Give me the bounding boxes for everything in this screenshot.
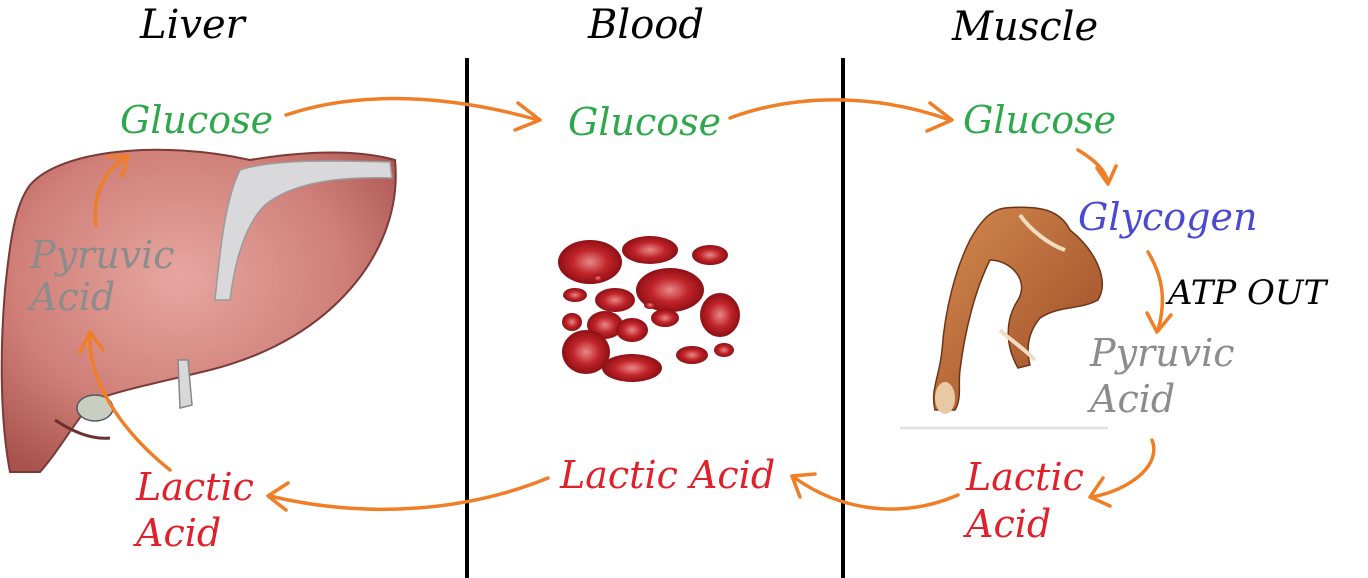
arrowhead-pyruvic-to-lactic (1088, 476, 1112, 508)
liver-lactic-label-line2: Acid (133, 511, 221, 555)
blood-glucose-label: Glucose (568, 100, 721, 144)
arrow-muscle-to-blood-lactic (793, 476, 960, 511)
liver-lactic-label-line1: Lactic (135, 465, 254, 509)
muscle-glucose-label: Glucose (963, 98, 1116, 142)
liver-pyruvic-label-line1: Pyruvic (29, 233, 175, 277)
arrow-blood-to-muscle-glucose (728, 98, 952, 122)
muscle-legs-illustration (900, 206, 1108, 430)
arrow-pyruvic-to-glucose (93, 156, 127, 227)
arrow-glycogen-to-pyruvic (1146, 250, 1165, 332)
muscle-pyruvic-label-line1: Pyruvic (1089, 331, 1235, 375)
atp-out-label: ATP OUT (1165, 273, 1329, 313)
arrowhead-liver-to-blood-glucose (513, 101, 542, 132)
muscle-lactic-label-line2: Acid (963, 502, 1051, 546)
heading-blood: Blood (587, 2, 704, 48)
liver-glucose-label: Glucose (120, 98, 273, 142)
arrow-pyruvic-to-lactic (1090, 438, 1156, 499)
arrows (78, 96, 1173, 512)
arrowhead-glucose-to-glycogen (1095, 164, 1118, 186)
arrowhead-muscle-to-blood-lactic (790, 472, 817, 499)
arrowhead-lactic-to-pyruvic (78, 330, 105, 354)
arrow-glucose-to-glycogen (1076, 148, 1110, 184)
liver-pyruvic-label-line2: Acid (27, 275, 115, 319)
muscle-pyruvic-label-line2: Acid (1087, 377, 1175, 421)
arrowhead-blood-to-liver-lactic (266, 481, 290, 512)
blood-lactic-label: Lactic Acid (559, 453, 775, 497)
heading-liver: Liver (139, 2, 248, 48)
arrowhead-pyruvic-to-glucose (106, 154, 130, 178)
red-blood-cells-illustration (558, 236, 740, 382)
arrow-blood-to-liver-lactic (268, 476, 550, 511)
arrow-lactic-to-pyruvic (88, 333, 172, 472)
arrow-liver-to-blood-glucose (284, 96, 540, 122)
liver-illustration (0, 148, 397, 473)
heading-muscle: Muscle (951, 4, 1098, 50)
arrowhead-glycogen-to-pyruvic (1145, 311, 1173, 334)
muscle-glycogen-label: Glycogen (1078, 195, 1257, 239)
muscle-lactic-label-line1: Lactic (965, 455, 1084, 499)
arrowhead-blood-to-muscle-glucose (925, 101, 954, 133)
